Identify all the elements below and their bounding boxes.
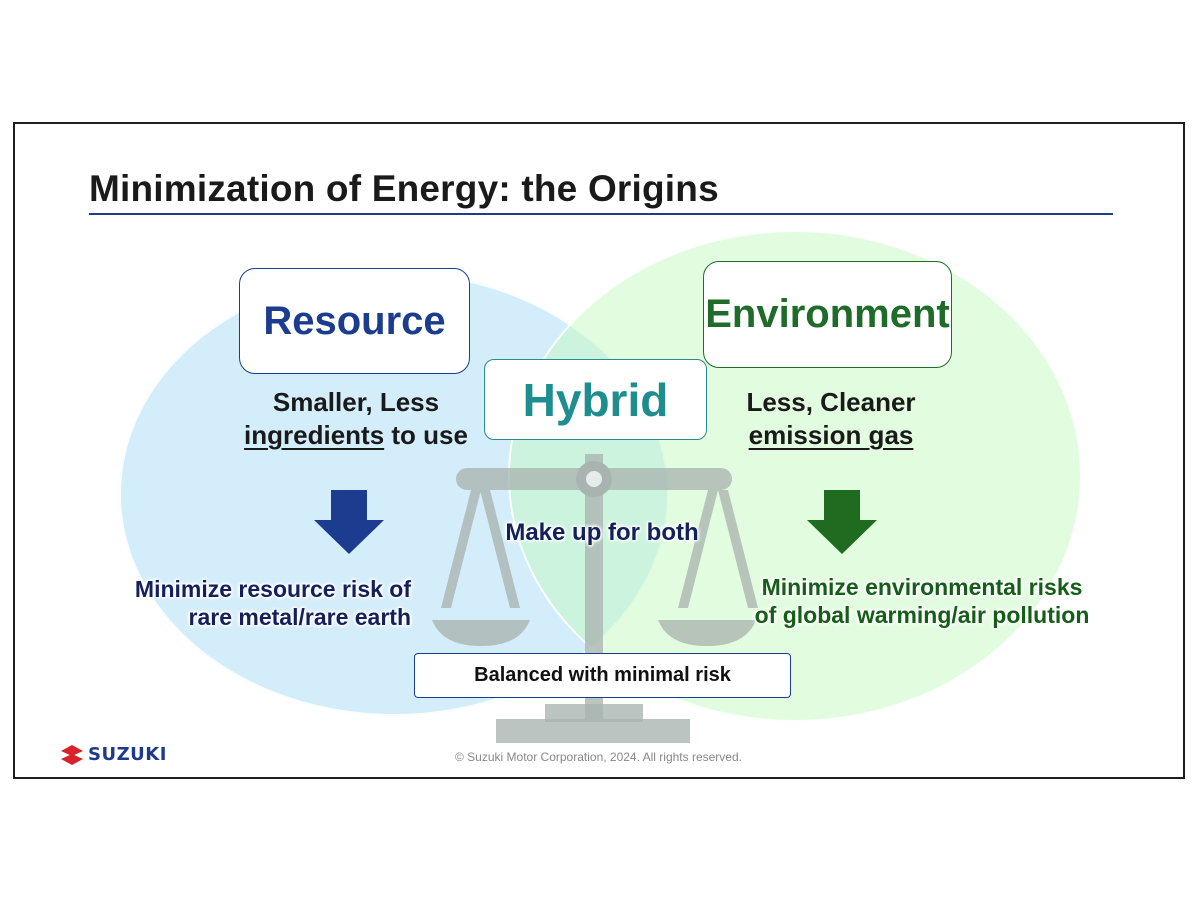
slide-title: Minimization of Energy: the Origins: [89, 168, 719, 209]
resource-description-line2: ingredients to use: [233, 419, 479, 452]
resource-risk-line2: rare metal/rare earth: [188, 604, 411, 630]
resource-description-line1: Smaller, Less: [272, 387, 440, 417]
resource-description-rest: to use: [384, 420, 468, 450]
balanced-label: Balanced with minimal risk: [474, 664, 731, 686]
environment-underlined-text: emission gas: [748, 420, 914, 450]
make-up-for-both-text: Make up for both: [505, 519, 699, 546]
environment-description-line2: emission gas: [733, 419, 929, 452]
environment-risk-line1: Minimize environmental risks: [761, 574, 1083, 600]
environment-risk-text: Minimize environmental risks of global w…: [727, 573, 1117, 629]
environment-risk-line2: of global warming/air pollution: [754, 602, 1090, 628]
balanced-box: Balanced with minimal risk: [414, 653, 791, 698]
resource-risk-text: Minimize resource risk of rare metal/rar…: [95, 575, 411, 631]
resource-underlined-text: ingredients: [244, 420, 385, 450]
copyright-text: © Suzuki Motor Corporation, 2024. All ri…: [455, 750, 742, 764]
resource-box: Resource: [239, 268, 470, 374]
suzuki-s-logo-icon: [61, 744, 83, 765]
resource-risk-line1: Minimize resource risk of: [134, 576, 411, 602]
environment-label: Environment: [705, 292, 950, 336]
environment-description-line1: Less, Cleaner: [746, 387, 916, 417]
environment-down-arrow-icon: [807, 490, 877, 554]
hybrid-box: Hybrid: [484, 359, 707, 440]
resource-description: Smaller, Less ingredients to use: [233, 386, 479, 452]
balance-scale-icon: [432, 454, 758, 743]
logo-text: SUZUKI: [88, 744, 167, 765]
suzuki-logo: SUZUKI: [61, 744, 167, 765]
environment-description: Less, Cleaner emission gas: [733, 386, 929, 452]
environment-box: Environment: [703, 261, 952, 368]
slide: Minimization of Energy: the Origins Reso…: [13, 122, 1185, 779]
hybrid-label: Hybrid: [522, 373, 669, 426]
title-underline: [89, 213, 1113, 215]
resource-down-arrow-icon: [314, 490, 384, 554]
resource-label: Resource: [263, 298, 446, 343]
